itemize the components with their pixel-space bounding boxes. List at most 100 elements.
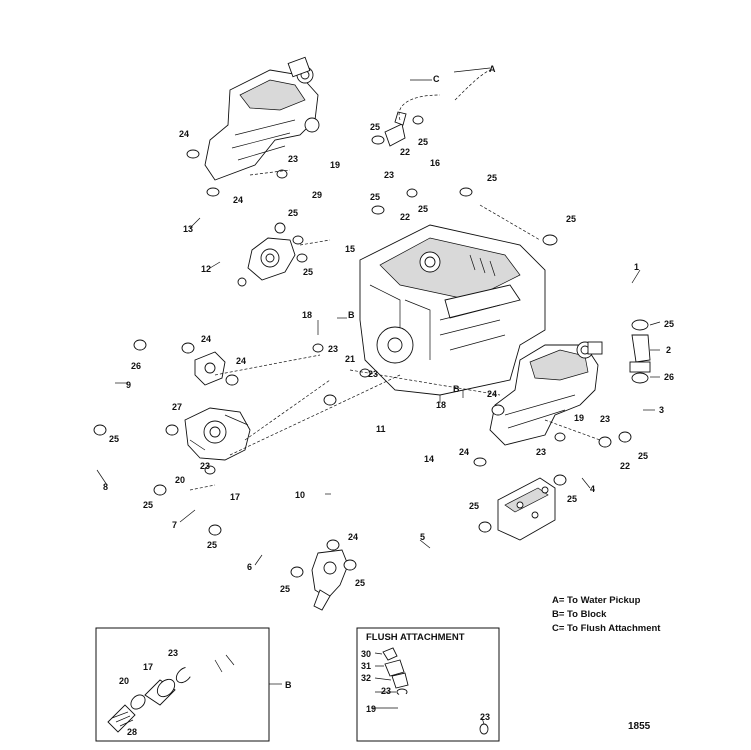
callout-23-top: 23 <box>288 154 298 164</box>
hose-12 <box>69 257 345 350</box>
callout-3: 3 <box>659 405 664 415</box>
sensor-fitting-2 <box>629 334 651 373</box>
callout-23-f: 23 <box>600 414 610 424</box>
figure-number: 1855 <box>628 721 651 732</box>
callout-17: 17 <box>230 492 240 502</box>
callout-11: 11 <box>376 424 386 434</box>
callout-14: 14 <box>424 454 434 464</box>
callout-24-f: 24 <box>459 447 469 457</box>
callout-23-c: 23 <box>328 344 338 354</box>
callout-5: 5 <box>420 532 425 542</box>
callout-19-inset: 19 <box>366 704 376 714</box>
hose-15 <box>313 220 367 250</box>
legend-water-pickup: A= To Water Pickup <box>552 595 641 606</box>
callout-23-flush-b: 23 <box>480 712 490 722</box>
callout-10: 10 <box>295 490 305 500</box>
seawater-pump <box>497 477 556 541</box>
callout-17-inset: 17 <box>143 662 153 672</box>
callout-30: 30 <box>361 649 371 659</box>
hoses <box>69 100 652 573</box>
hose-27 <box>107 405 165 430</box>
legend-block: B= To Block <box>552 609 607 620</box>
callout-26-right: 26 <box>664 372 674 382</box>
hose-18-left <box>296 315 348 358</box>
callout-25-n: 25 <box>280 584 290 594</box>
hose-8 <box>71 426 156 498</box>
callout-25-c: 25 <box>370 192 380 202</box>
callout-23-d: 23 <box>368 369 378 379</box>
callout-b-mid: B <box>453 384 460 394</box>
hose-14 <box>211 424 484 474</box>
legend-flush-attachment: C= To Flush Attachment <box>552 623 661 634</box>
callout-25-o: 25 <box>207 540 217 550</box>
hose-19-top <box>287 170 383 193</box>
callout-25-i: 25 <box>664 319 674 329</box>
callout-25-f: 25 <box>566 214 576 224</box>
callout-18-upper: 18 <box>302 310 312 320</box>
callout-4: 4 <box>590 484 595 494</box>
callout-25-e: 25 <box>487 173 497 183</box>
callout-13: 13 <box>183 224 193 234</box>
tee-fitting-top <box>384 111 407 147</box>
exhaust-manifold-right <box>489 341 603 446</box>
callout-24-a: 24 <box>179 129 189 139</box>
hose-11 <box>236 376 494 464</box>
inset-flush-attachment: FLUSH ATTACHMENT <box>356 627 500 742</box>
callout-b-inset: B <box>285 680 292 690</box>
callout-24-g: 24 <box>348 532 358 542</box>
hose-16 <box>410 177 460 195</box>
callout-24-b: 24 <box>233 195 243 205</box>
engine-detail-lines <box>369 251 506 364</box>
callout-24-e: 24 <box>487 389 497 399</box>
circulating-pump <box>184 407 251 461</box>
callout-24-d: 24 <box>236 356 246 366</box>
callout-31: 31 <box>361 661 371 671</box>
callout-23-b: 23 <box>384 170 394 180</box>
callout-20: 20 <box>175 475 185 485</box>
callout-8: 8 <box>103 482 108 492</box>
callout-25-l: 25 <box>469 501 479 511</box>
inset-detail-b <box>95 627 282 742</box>
callout-15: 15 <box>345 244 355 254</box>
exhaust-manifold-left <box>204 56 320 181</box>
legend: A= To Water Pickup B= To Block C= To Flu… <box>552 595 661 634</box>
hose-1 <box>554 239 652 324</box>
callout-25-g: 25 <box>288 208 298 218</box>
hose-5 <box>360 523 480 565</box>
dashed-connection-lines <box>189 69 601 491</box>
fitting-elbow-left <box>194 351 226 386</box>
callout-28: 28 <box>127 727 137 737</box>
callout-32: 32 <box>361 673 371 683</box>
callout-25-k: 25 <box>567 494 577 504</box>
callout-22-top: 22 <box>400 147 410 157</box>
callout-19-top: 19 <box>330 160 340 170</box>
engine-block <box>359 224 546 396</box>
callout-23-inset: 23 <box>168 648 178 658</box>
hose-9 <box>87 318 166 431</box>
callout-25-j: 25 <box>638 451 648 461</box>
callout-25-m: 25 <box>355 578 365 588</box>
callout-25-h: 25 <box>303 267 313 277</box>
callout-2: 2 <box>666 345 671 355</box>
callout-25-q: 25 <box>109 434 119 444</box>
callout-b-upper: B <box>348 310 355 320</box>
flush-box-title: FLUSH ATTACHMENT <box>366 632 465 643</box>
callout-18-lower: 18 <box>436 400 446 410</box>
hose-clamps <box>93 115 649 578</box>
callout-23-e: 23 <box>200 461 210 471</box>
callout-25-b: 25 <box>418 137 428 147</box>
callout-29: 29 <box>312 190 322 200</box>
callout-20-inset: 20 <box>119 676 129 686</box>
callout-23-flush-a: 23 <box>381 686 391 696</box>
hose-6 <box>234 529 301 573</box>
callout-19-right: 19 <box>574 413 584 423</box>
callout-22-right: 22 <box>620 461 630 471</box>
callout-25-a: 25 <box>370 122 380 132</box>
callout-25-p: 25 <box>143 500 153 510</box>
hose-29 <box>315 200 365 230</box>
thermostat-housing <box>237 222 296 287</box>
callout-26-left: 26 <box>131 361 141 371</box>
leader-lines <box>96 67 661 566</box>
callout-7: 7 <box>172 520 177 530</box>
callout-21: 21 <box>345 354 355 364</box>
